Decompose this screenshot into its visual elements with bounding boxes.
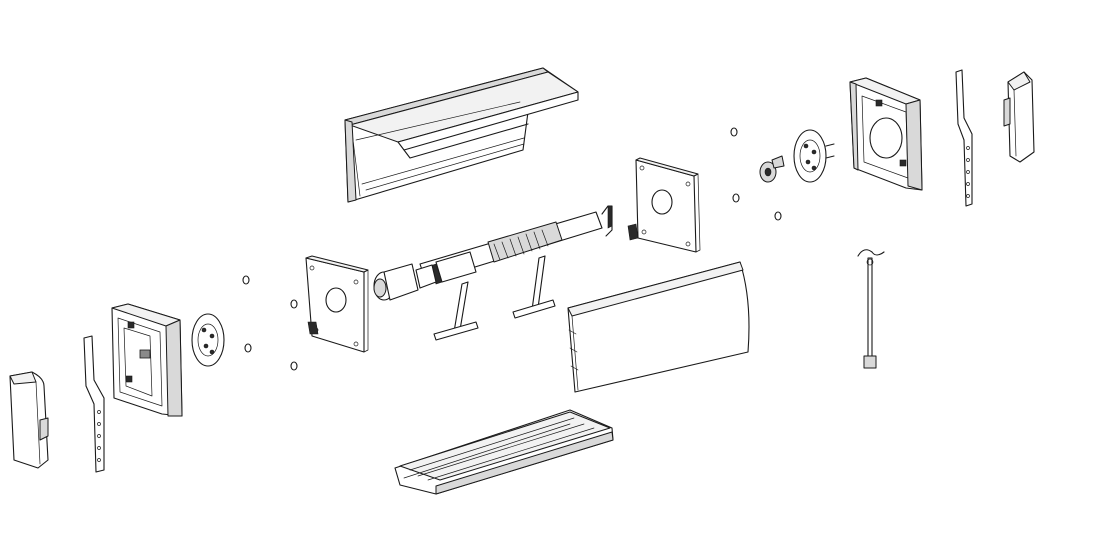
left-gear-disc bbox=[191, 313, 225, 367]
left-end-cap bbox=[111, 303, 183, 417]
right-gear-disc bbox=[759, 129, 835, 183]
right-bracket-strip bbox=[955, 69, 973, 207]
crank-rod bbox=[857, 249, 885, 369]
bottom-box-profile bbox=[394, 409, 614, 495]
screws bbox=[242, 127, 782, 371]
roller-tube-motor bbox=[373, 205, 613, 301]
front-cover-panel bbox=[567, 261, 750, 393]
left-side-plate bbox=[305, 255, 369, 353]
left-end-cover bbox=[9, 371, 49, 469]
hanger-springs bbox=[433, 255, 556, 341]
top-box-profile bbox=[344, 67, 579, 203]
right-end-cap bbox=[849, 77, 923, 191]
left-bracket-strip bbox=[83, 335, 105, 473]
right-end-cover bbox=[1003, 71, 1035, 163]
right-side-plate bbox=[627, 157, 701, 253]
